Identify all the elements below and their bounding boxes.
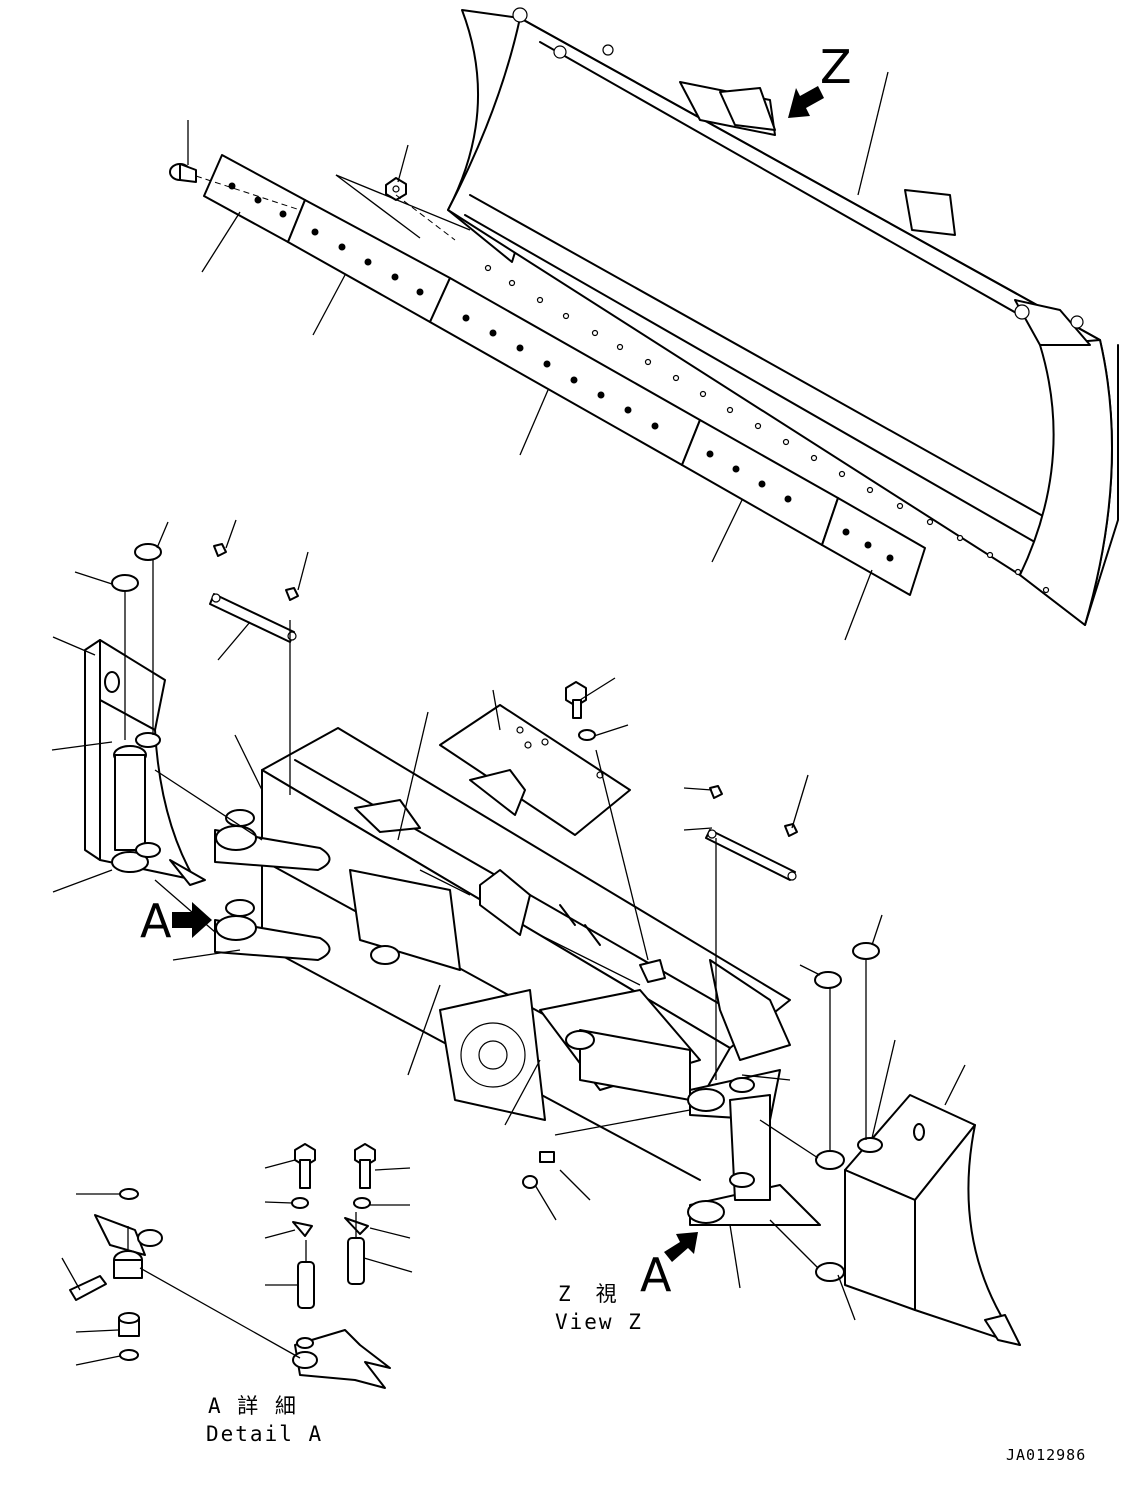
frame-leaders: [172, 519, 809, 1289]
blade-bolt-holes: [484, 264, 1050, 594]
detail-a-caption-en: Detail A: [206, 1422, 324, 1446]
view-z-caption-jp: Z 視: [558, 1282, 619, 1306]
left-bracket: [51, 521, 263, 933]
arrow-a-left: [172, 902, 212, 938]
detail-a-parts: [61, 1143, 413, 1389]
right-bracket: [759, 914, 1021, 1346]
view-z-caption-en: View Z: [555, 1310, 643, 1334]
drawing-code: JA012986: [1006, 1446, 1087, 1464]
blade: [169, 7, 1119, 641]
frame: [172, 519, 821, 1289]
view-z-marker: Z: [820, 40, 852, 94]
cutting-edge-bolts: [228, 182, 894, 562]
arrow-a-right: [664, 1232, 698, 1262]
detail-a-caption-jp: A 詳 細: [208, 1394, 298, 1418]
arrow-a-right-label: A: [640, 1248, 672, 1302]
view-z-arrow: [788, 86, 824, 118]
blade-leaders: [187, 71, 889, 641]
arrow-a-left-label: A: [140, 894, 172, 948]
